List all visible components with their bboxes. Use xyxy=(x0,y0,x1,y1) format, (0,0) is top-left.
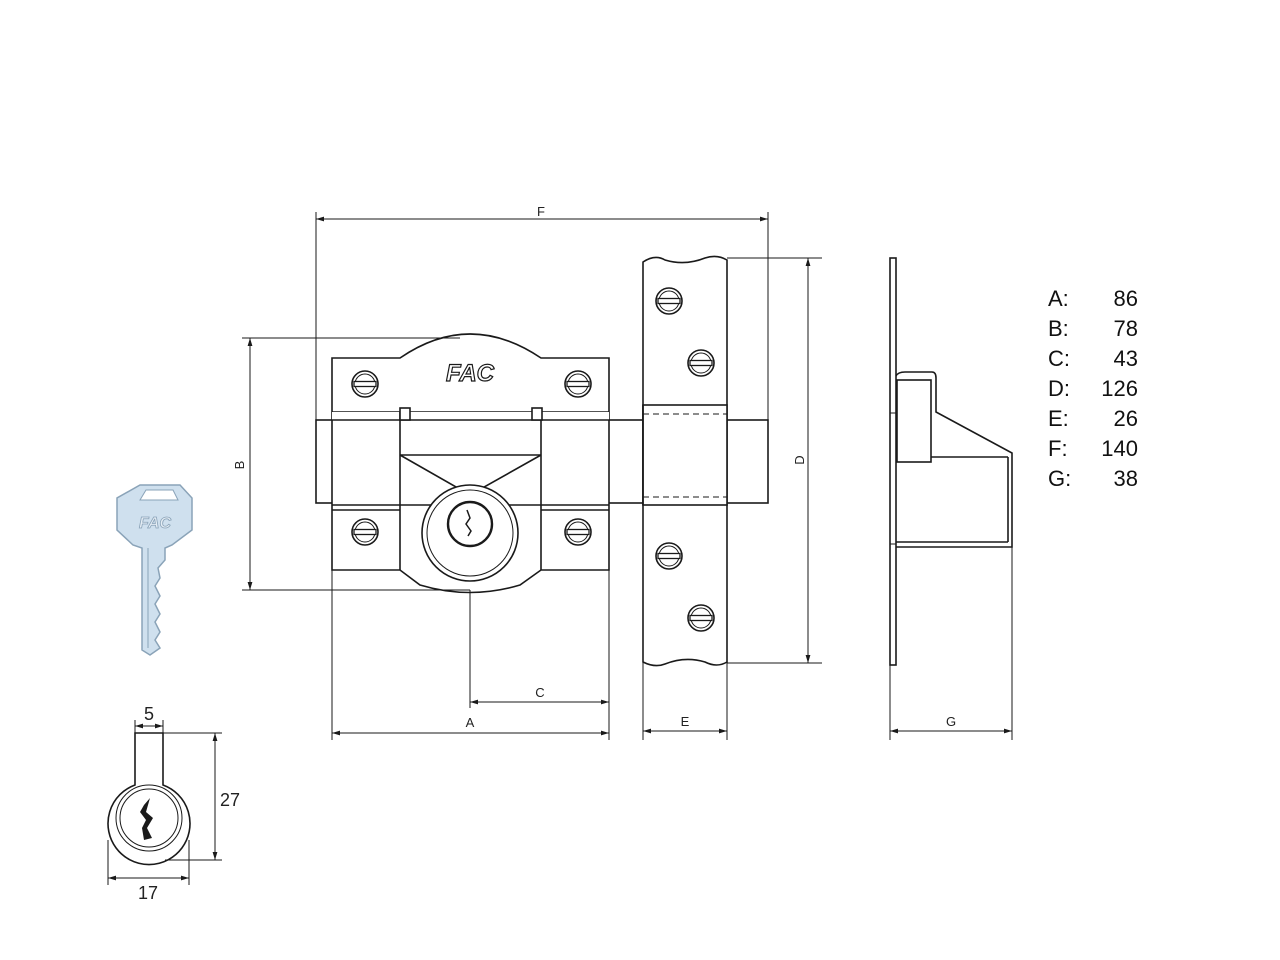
strike-plate xyxy=(642,255,728,667)
cyl-dim-width: 5 xyxy=(144,704,154,724)
cylinder-profile: 5 27 17 xyxy=(107,704,240,903)
dim-value: 78 xyxy=(1113,316,1138,341)
screw-icon xyxy=(655,542,683,570)
dim-key: B: xyxy=(1048,316,1069,341)
dim-label-f: F xyxy=(537,204,545,219)
side-profile xyxy=(889,257,1013,666)
dim-row-b: B: 78 xyxy=(1048,314,1138,344)
screw-icon xyxy=(564,370,592,398)
dim-row-g: G: 38 xyxy=(1048,464,1138,494)
dim-row-d: D: 126 xyxy=(1048,374,1138,404)
cyl-dim-height: 27 xyxy=(220,790,240,810)
dim-label-e: E xyxy=(681,714,690,729)
dim-key: D: xyxy=(1048,376,1070,401)
lock-body: FAC xyxy=(331,333,610,594)
dim-label-b: B xyxy=(232,461,247,470)
dim-value: 126 xyxy=(1101,376,1138,401)
keyhole-icon xyxy=(446,500,494,548)
dim-row-e: E: 26 xyxy=(1048,404,1138,434)
screw-icon xyxy=(564,518,592,546)
screw-icon xyxy=(351,370,379,398)
dimensions-table: A: 86 B: 78 C: 43 D: 126 E: 26 F: 140 G: 38 xyxy=(1048,284,1138,494)
cyl-dim-diameter: 17 xyxy=(138,883,158,903)
dim-key: F: xyxy=(1048,436,1068,461)
dim-value: 140 xyxy=(1101,436,1138,461)
key-illustration: FAC xyxy=(116,484,193,656)
dim-key: A: xyxy=(1048,286,1069,311)
dim-label-g: G xyxy=(946,714,956,729)
dim-value: 38 xyxy=(1113,466,1138,491)
dim-value: 43 xyxy=(1113,346,1138,371)
dim-key: C: xyxy=(1048,346,1070,371)
dim-row-f: F: 140 xyxy=(1048,434,1138,464)
key-logo: FAC xyxy=(139,515,171,532)
screw-icon xyxy=(351,518,379,546)
dim-row-a: A: 86 xyxy=(1048,284,1138,314)
dim-key: E: xyxy=(1048,406,1069,431)
screw-icon xyxy=(687,604,715,632)
dimension-lines xyxy=(242,212,1013,740)
dim-value: 26 xyxy=(1113,406,1138,431)
dim-row-c: C: 43 xyxy=(1048,344,1138,374)
dim-value: 86 xyxy=(1113,286,1138,311)
screw-icon xyxy=(655,287,683,315)
dim-key: G: xyxy=(1048,466,1072,491)
screw-icon xyxy=(687,349,715,377)
dim-label-d: D xyxy=(792,455,807,464)
dim-label-a: A xyxy=(466,715,475,730)
fac-logo: FAC xyxy=(446,360,495,387)
dim-label-c: C xyxy=(535,685,544,700)
